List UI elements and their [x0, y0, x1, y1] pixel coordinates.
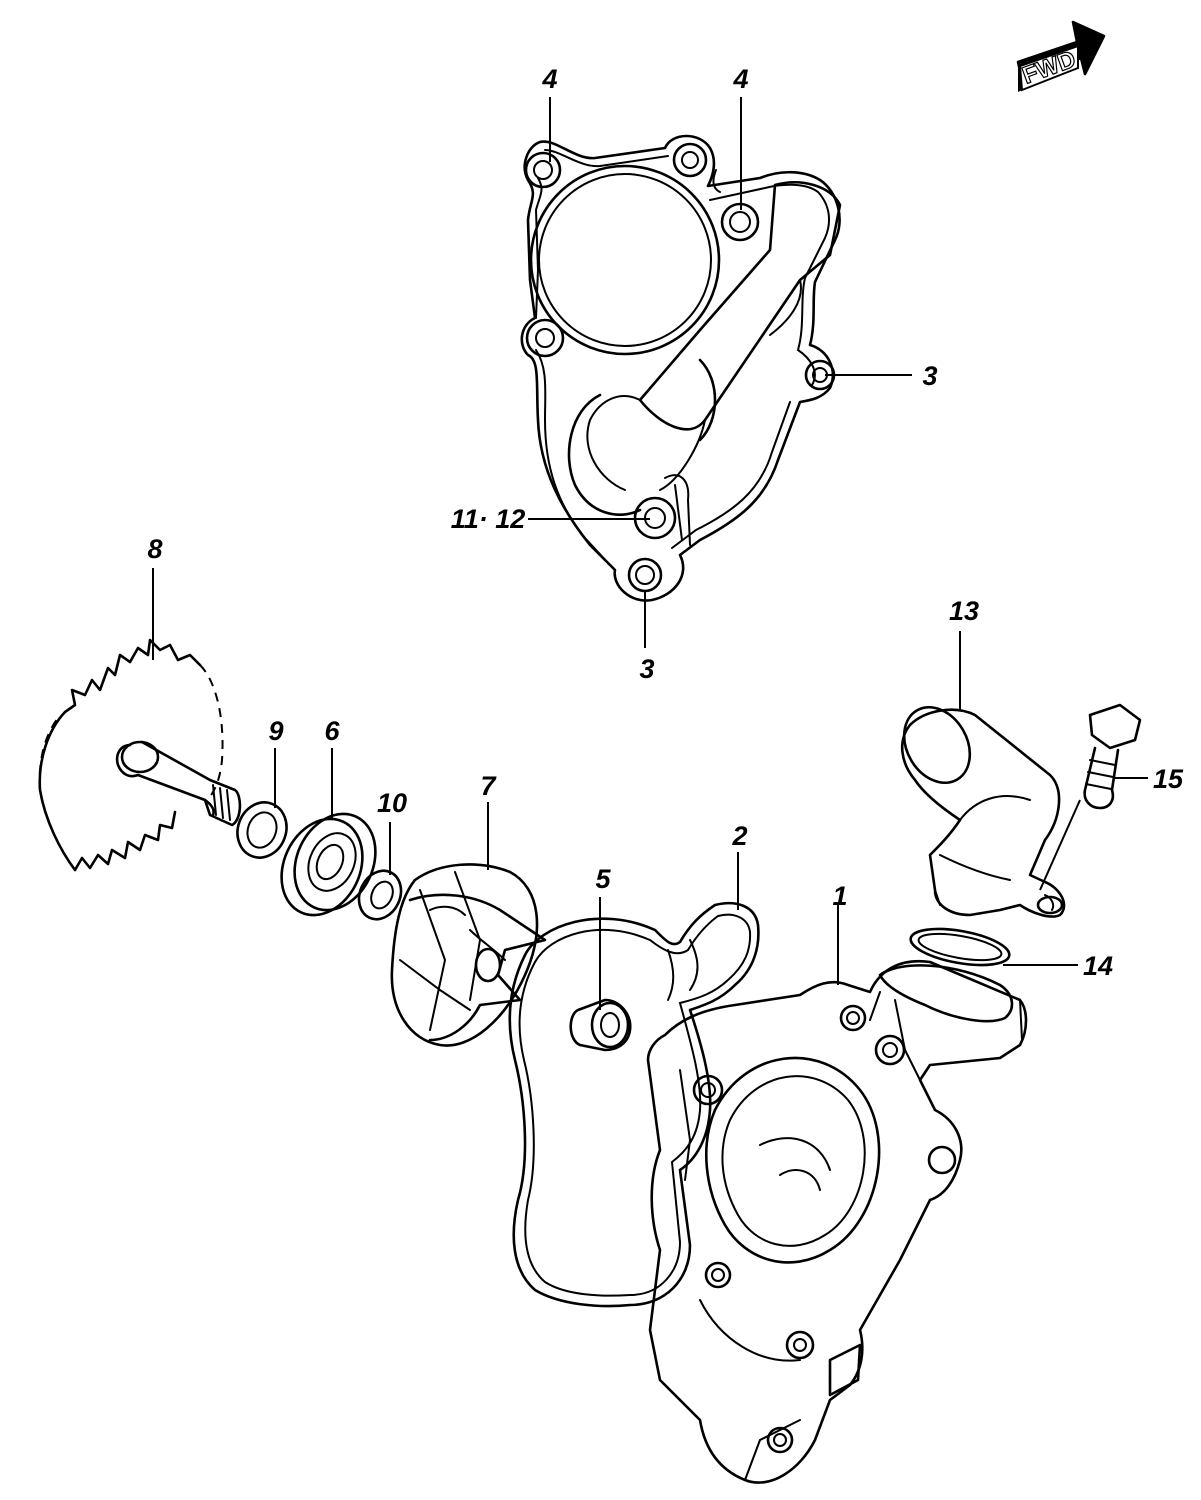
hose-joint-13	[900, 705, 1066, 918]
callout-7: 7	[480, 771, 497, 801]
oil-seal-6	[280, 812, 377, 917]
callout-8: 8	[147, 534, 162, 564]
callout-1: 1	[832, 881, 847, 911]
callout-15: 15	[1153, 764, 1184, 794]
callout-5: 5	[595, 864, 611, 894]
washer-9	[236, 801, 288, 859]
callout-4-left: 4	[541, 64, 557, 94]
callout-4-right: 4	[732, 64, 748, 94]
pump-cover	[520, 134, 842, 602]
callout-14: 14	[1083, 951, 1113, 981]
callout-10: 10	[377, 788, 407, 818]
bolt-15	[1083, 703, 1142, 810]
leader-lines	[152, 97, 1148, 1010]
impeller-shaft-gear	[38, 638, 242, 872]
callout-6: 6	[324, 716, 340, 746]
impeller-7	[390, 863, 547, 1047]
callout-13: 13	[949, 596, 979, 626]
pump-body-1	[646, 959, 1028, 1484]
callout-2: 2	[731, 821, 747, 851]
callout-3-right: 3	[922, 361, 937, 391]
o-ring-14	[909, 927, 1011, 967]
callout-9: 9	[268, 716, 283, 746]
gasket-2	[508, 901, 760, 1308]
dowel-pin-5	[569, 998, 632, 1052]
callout-labels: 4 4 3 11· 12 3 8 9 6 10 7 2 5 1 13 14 15	[147, 64, 1184, 981]
callout-3-bottom: 3	[639, 654, 654, 684]
callout-11-12: 11· 12	[451, 504, 526, 534]
fwd-direction-badge: FWD	[1016, 20, 1106, 92]
